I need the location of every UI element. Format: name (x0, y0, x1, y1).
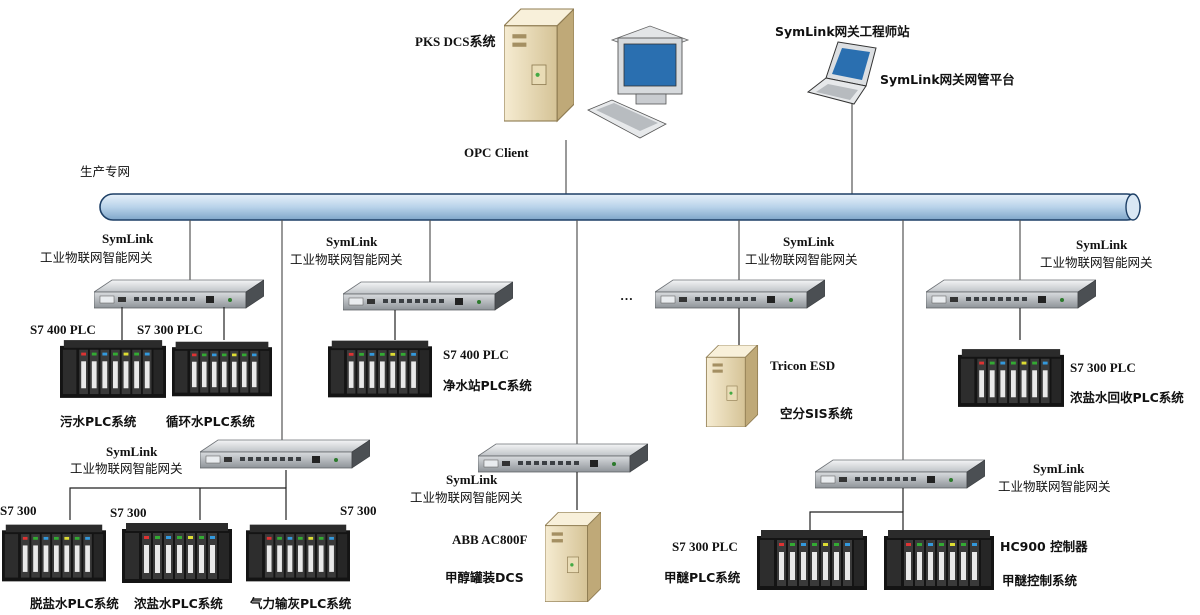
methanol-label: 甲醇罐装DCS (445, 570, 524, 585)
plc-rack-icon (246, 524, 350, 582)
plc-rack-icon (958, 349, 1064, 407)
ash-label: 气力输灰PLC系统 (249, 596, 352, 611)
s7-300-x2-label: S7 300 (110, 505, 146, 520)
mgmt-platform-label: SymLink网关网管平台 (880, 72, 1015, 87)
server-icon (705, 345, 759, 427)
gateway-name: SymLink (1076, 237, 1128, 252)
device-wires (69, 307, 1021, 530)
gateway-desc: 工业物联网智能网关 (70, 461, 183, 476)
desalt-label: 脱盐水PLC系统 (30, 596, 119, 611)
hc900-label: HC900 控制器 (1000, 539, 1088, 554)
s7-400-label: S7 400 PLC (30, 322, 96, 337)
opc-client-label: OPC Client (464, 145, 529, 160)
plc-rack-icon (2, 524, 106, 582)
plc-rack-icon (172, 341, 272, 397)
gateway-name: SymLink (1033, 461, 1085, 476)
gateway-4: SymLink 工业物联网智能网关 (926, 237, 1153, 309)
abb-label: ABB AC800F (452, 532, 528, 547)
s7-300-brine-rec-label: S7 300 PLC (1070, 360, 1136, 375)
laptop-icon (806, 41, 877, 105)
circulating-label: 循环水PLC系统 (166, 414, 255, 429)
gateway-name: SymLink (326, 234, 378, 249)
water-station-label: 净水站PLC系统 (443, 378, 532, 393)
s7-300-dme-label: S7 300 PLC (672, 539, 738, 554)
keyboard-icon (587, 99, 667, 139)
gateway-name: SymLink (783, 234, 835, 249)
gateway-icon (200, 439, 370, 469)
server-icon (504, 8, 574, 122)
dcs-workstation (504, 8, 690, 139)
gateway-1: SymLink 工业物联网智能网关 (40, 231, 264, 309)
gateway-icon (926, 279, 1096, 309)
air-sis-label: 空分SIS系统 (780, 406, 853, 421)
gateway-icon (655, 279, 825, 309)
s7-300-label: S7 300 PLC (137, 322, 203, 337)
eng-station-label: SymLink网关工程师站 (775, 24, 910, 39)
server-icon (545, 512, 601, 602)
bus-drops (189, 220, 1021, 462)
ellipsis: … (620, 288, 633, 303)
s7-300-x1-label: S7 300 (0, 503, 36, 518)
gateway-6: SymLink 工业物联网智能网关 (410, 443, 648, 505)
gateway-icon (343, 281, 513, 311)
production-network-bus (99, 193, 1141, 221)
gateway-5: SymLink 工业物联网智能网关 (70, 439, 370, 476)
brine-recovery-label: 浓盐水回收PLC系统 (1070, 390, 1184, 405)
plc-rack-icon (757, 530, 867, 590)
gateway-desc: 工业物联网智能网关 (290, 252, 403, 267)
sewage-label: 污水PLC系统 (60, 414, 137, 429)
gateway-name: SymLink (102, 231, 154, 246)
tricon-label: Tricon ESD (770, 358, 835, 373)
network-label: 生产专网 (80, 164, 130, 179)
gateway-desc: 工业物联网智能网关 (410, 490, 523, 505)
gateway-icon (478, 443, 648, 473)
plc-rack-icon (122, 523, 232, 583)
gateway-icon (815, 459, 985, 489)
dcs-label: PKS DCS系统 (415, 34, 496, 49)
gateway-desc: 工业物联网智能网关 (40, 250, 153, 265)
gateway-3: SymLink 工业物联网智能网关 (655, 234, 858, 309)
dme-ctrl-label: 甲醚控制系统 (1002, 573, 1078, 588)
gateway-name: SymLink (106, 444, 158, 459)
gateway-desc: 工业物联网智能网关 (745, 252, 858, 267)
plc-rack-icon (60, 340, 166, 398)
gateway-desc: 工业物联网智能网关 (998, 479, 1111, 494)
pc-monitor-icon (610, 25, 690, 105)
gateway-desc: 工业物联网智能网关 (1040, 255, 1153, 270)
s7-300-x3-label: S7 300 (340, 503, 376, 518)
brine-label: 浓盐水PLC系统 (134, 596, 223, 611)
s7-400-b-label: S7 400 PLC (443, 347, 509, 362)
gateway-name: SymLink (446, 472, 498, 487)
gateway-7: SymLink 工业物联网智能网关 (815, 459, 1111, 494)
dme-plc-label: 甲醚PLC系统 (664, 570, 741, 585)
plc-rack-icon (328, 340, 432, 398)
gateway-2: SymLink 工业物联网智能网关 (290, 234, 513, 311)
plc-rack-icon (884, 530, 994, 590)
gateway-icon (94, 279, 264, 309)
